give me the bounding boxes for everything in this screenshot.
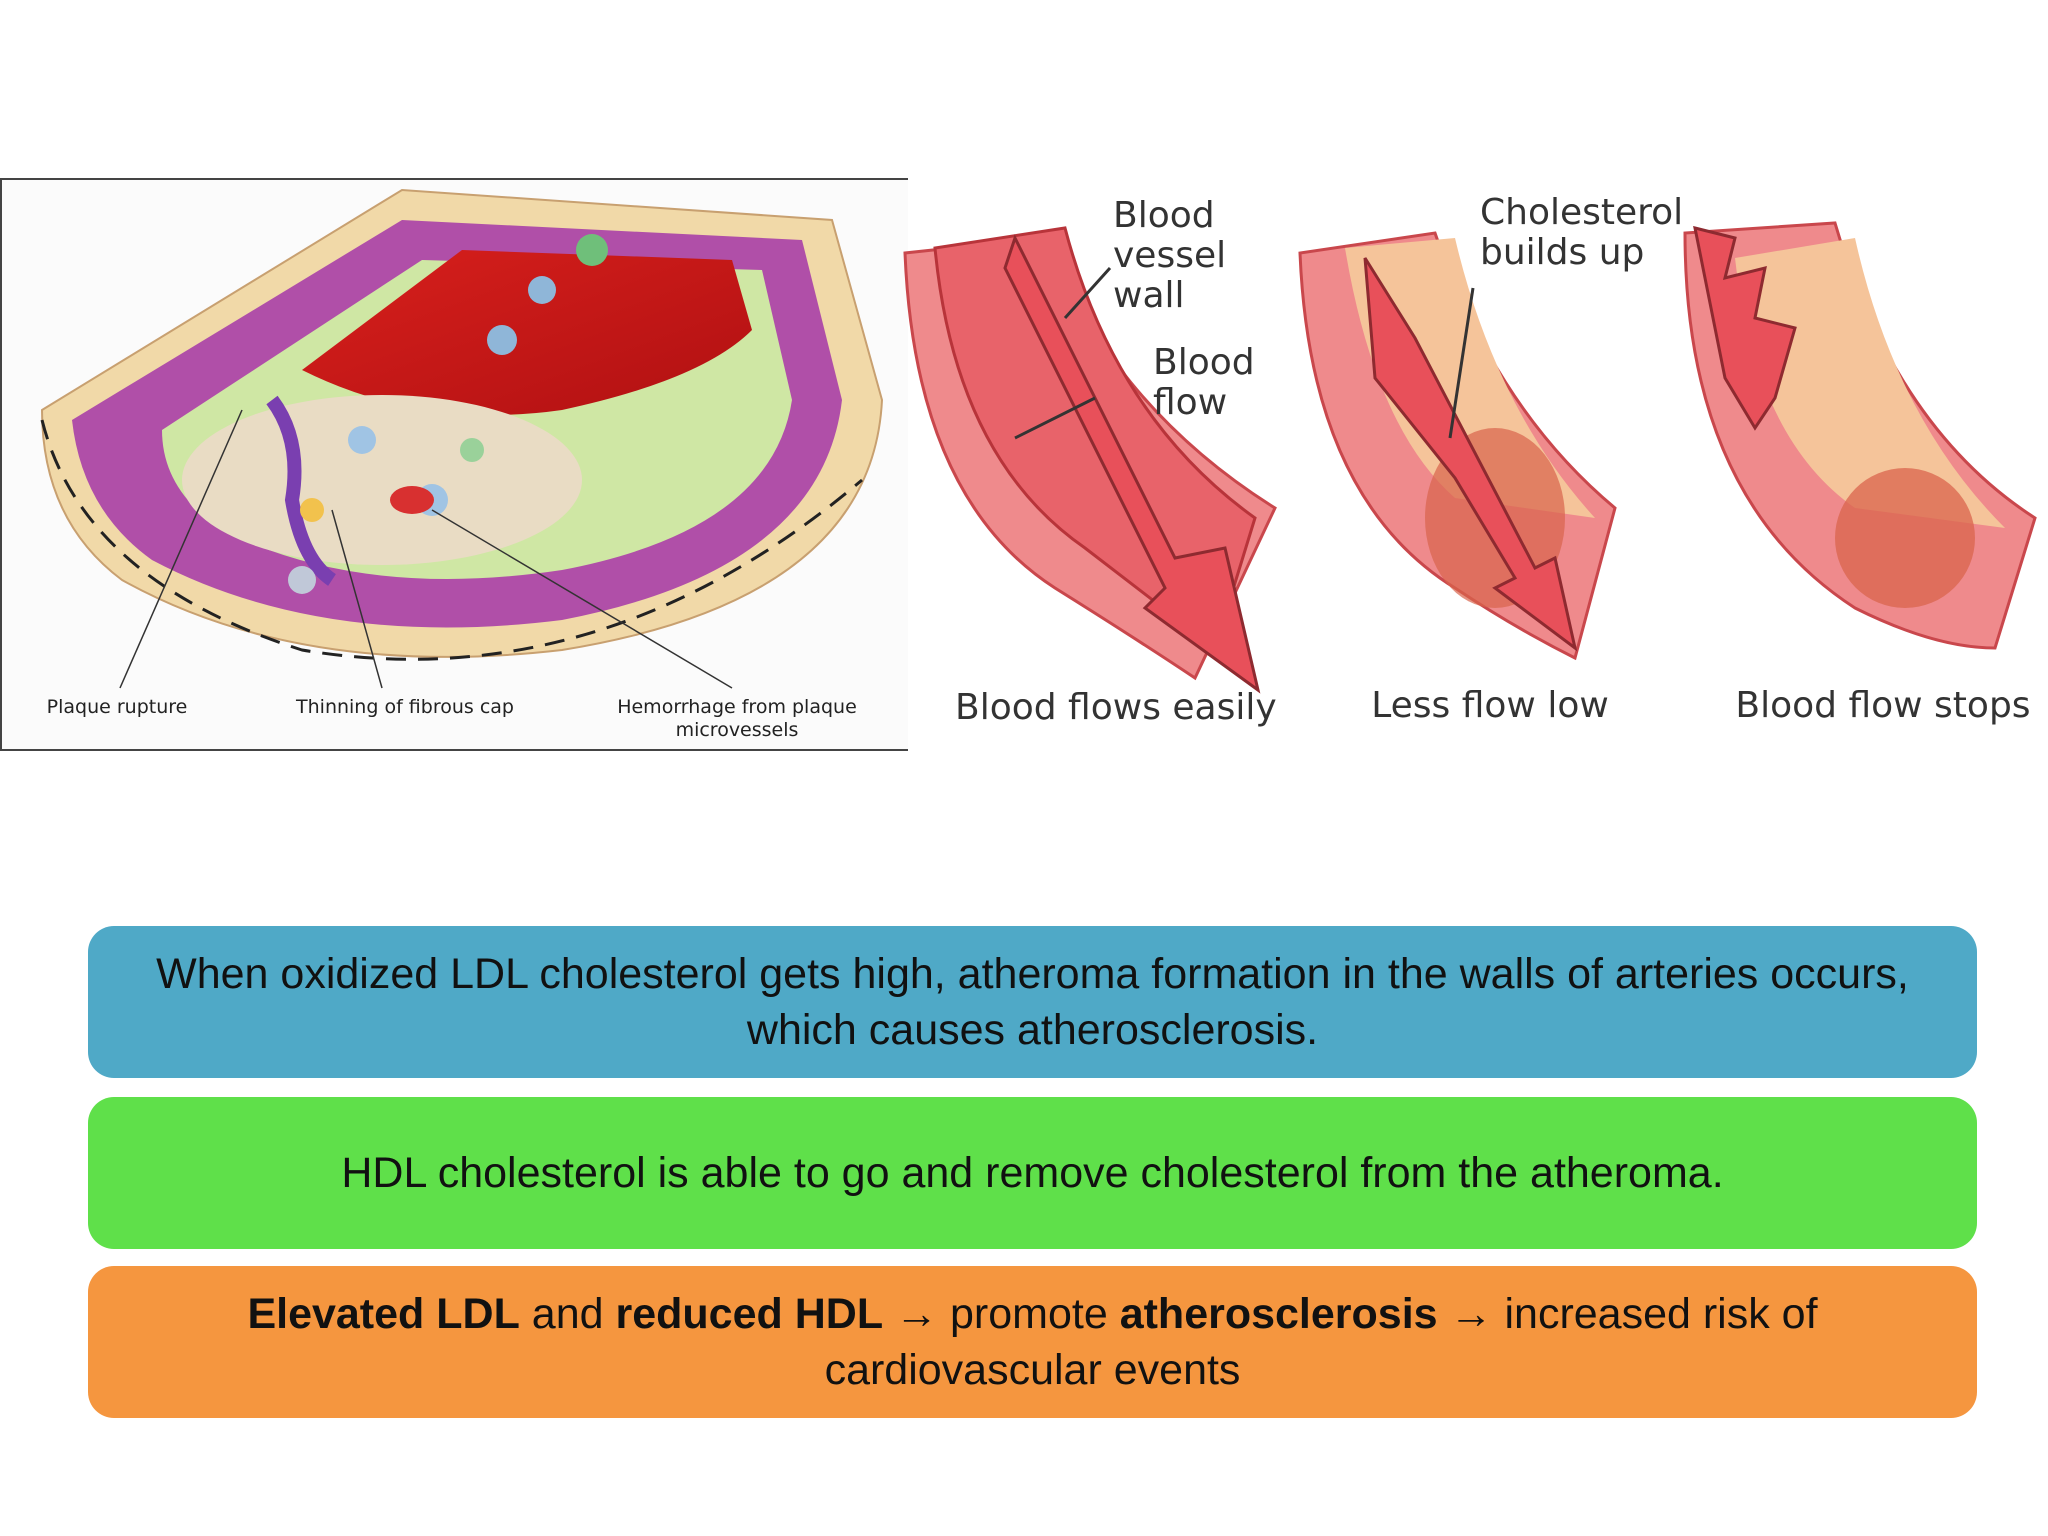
stage-label-3: Blood flow stops bbox=[1735, 685, 2031, 726]
info-box-risk: Elevated LDL and reduced HDL → promote a… bbox=[88, 1266, 1977, 1418]
bold-atherosclerosis: atherosclerosis bbox=[1119, 1290, 1438, 1338]
artery-stages-illustration: Blood vessel wall Blood flow Cholesterol… bbox=[895, 178, 2048, 758]
label-blood-vessel-wall: Blood vessel wall bbox=[1113, 195, 1227, 316]
artery-cross-section-illustration: Plaque rupture Thinning of fibrous cap H… bbox=[0, 178, 908, 751]
stage-label-1: Blood flows easily bbox=[955, 687, 1277, 728]
label-cholesterol-builds-up: Cholesterol builds up bbox=[1480, 192, 1684, 273]
info-box-ldl: When oxidized LDL cholesterol gets high,… bbox=[88, 926, 1977, 1078]
text-and: and bbox=[519, 1290, 616, 1338]
info-box-hdl: HDL cholesterol is able to go and remove… bbox=[88, 1097, 1977, 1249]
text-promote: → promote bbox=[883, 1290, 1120, 1338]
info-box-ldl-text: When oxidized LDL cholesterol gets high,… bbox=[156, 950, 1909, 1054]
caption-plaque-rupture: Plaque rupture bbox=[46, 696, 188, 718]
stage-label-2: Less flow low bbox=[1371, 685, 1609, 726]
label-blood-flow: Blood flow bbox=[1153, 342, 1255, 423]
artery-stages-drawing bbox=[903, 221, 2037, 694]
info-box-hdl-text: HDL cholesterol is able to go and remove… bbox=[341, 1149, 1724, 1197]
artery-cross-section-drawing bbox=[40, 188, 884, 689]
info-box-risk-text: Elevated LDL and reduced HDL → promote a… bbox=[148, 1286, 1917, 1398]
bold-elevated-ldl: Elevated LDL bbox=[247, 1290, 520, 1338]
caption-hemorrhage: Hemorrhage from plaque microvessels bbox=[617, 696, 857, 741]
caption-thinning-fibrous-cap: Thinning of fibrous cap bbox=[296, 696, 514, 718]
text-increased-risk: → increased risk of cardiovascular event… bbox=[824, 1290, 1818, 1394]
bold-reduced-hdl: reduced HDL bbox=[615, 1290, 884, 1338]
